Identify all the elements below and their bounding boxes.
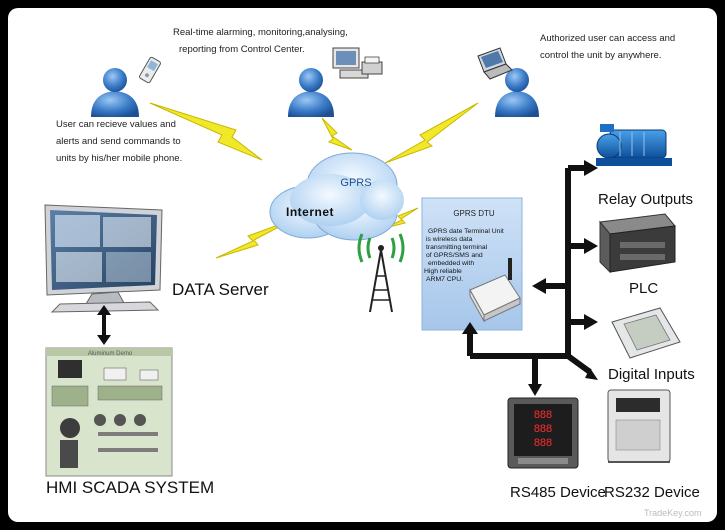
dtu-panel bbox=[421, 197, 523, 331]
rs485-device-label: RS485 Device bbox=[510, 484, 606, 501]
desktop-computer-icon bbox=[332, 47, 369, 79]
scada-screen-title: Aluminum Demo bbox=[88, 351, 133, 357]
scada-screen-icon: Aluminum Demo bbox=[45, 347, 173, 477]
note-line: alerts and send commands to bbox=[56, 136, 181, 147]
gprs-label: GPRS bbox=[340, 177, 371, 189]
data-server-label: DATA Server bbox=[172, 280, 269, 299]
dtu-description-line: embedded with bbox=[428, 260, 474, 267]
diagram-canvas: Aluminum Demo bbox=[44, 47, 681, 477]
monitor-icon bbox=[44, 204, 163, 313]
rs485-meter-icon: 888 888 888 bbox=[507, 397, 579, 469]
rs232-device-icon bbox=[607, 389, 671, 463]
watermark: TradeKey.com bbox=[644, 508, 702, 518]
printer-icon bbox=[361, 56, 383, 75]
internet-label: Internet bbox=[286, 205, 334, 219]
meter-reading: 888 bbox=[534, 423, 552, 435]
relay-outputs-label: Relay Outputs bbox=[598, 191, 694, 208]
note-line: control the unit by anywhere. bbox=[540, 50, 662, 61]
dtu-description-line: transmitting terminal bbox=[426, 244, 488, 251]
mobile-phone-icon bbox=[139, 56, 161, 84]
bus-lines bbox=[467, 165, 592, 385]
diagram-frame: Aluminum Demo bbox=[8, 8, 717, 522]
lightning-bolt-icon bbox=[215, 219, 293, 259]
authorized-user-note: Authorized user can access and control t… bbox=[540, 30, 675, 64]
mobile-user-note: User can recieve values and alerts and s… bbox=[56, 116, 182, 167]
dtu-description-line: GPRS date Terminal Unit bbox=[428, 228, 504, 235]
note-line: reporting from Control Center. bbox=[179, 44, 305, 55]
meter-reading: 888 bbox=[534, 437, 552, 449]
control-center-note: Real-time alarming, monitoring,analysing… bbox=[173, 24, 348, 58]
note-line: User can recieve values and bbox=[56, 119, 176, 130]
note-line: Authorized user can access and bbox=[540, 33, 676, 44]
plc-module-icon bbox=[599, 213, 676, 274]
lightning-bolt-icon bbox=[149, 102, 263, 161]
touch-panel-icon bbox=[611, 307, 681, 359]
plc-label: PLC bbox=[629, 280, 659, 297]
dtu-description-line: is wireless data bbox=[426, 236, 473, 243]
dtu-module-icon bbox=[469, 258, 521, 323]
meter-reading: 888 bbox=[534, 409, 552, 421]
person-icon bbox=[91, 68, 139, 117]
person-icon bbox=[495, 68, 539, 117]
rs232-device-label: RS232 Device bbox=[604, 484, 700, 501]
hmi-scada-label: HMI SCADA SYSTEM bbox=[46, 478, 215, 497]
note-line: units by his/her mobile phone. bbox=[56, 153, 183, 164]
person-icon bbox=[288, 68, 334, 117]
bus-arrowheads bbox=[462, 160, 598, 396]
antenna-tower-icon bbox=[357, 233, 405, 313]
note-line: Real-time alarming, monitoring,analysing… bbox=[173, 27, 348, 38]
dtu-description-line: ARM7 CPU. bbox=[426, 276, 463, 283]
laptop-icon bbox=[477, 47, 513, 80]
dtu-description-line: High reliable bbox=[424, 268, 462, 275]
double-arrow-icon bbox=[97, 305, 111, 345]
dtu-description-line: of GPRS/SMS and bbox=[426, 252, 483, 259]
cloud-icon bbox=[269, 152, 404, 241]
pump-icon bbox=[596, 124, 672, 166]
lightning-bolt-icon bbox=[384, 102, 479, 164]
lightning-bolt-icon bbox=[321, 117, 353, 151]
digital-inputs-label: Digital Inputs bbox=[608, 366, 695, 383]
dtu-title: GPRS DTU bbox=[453, 209, 495, 218]
